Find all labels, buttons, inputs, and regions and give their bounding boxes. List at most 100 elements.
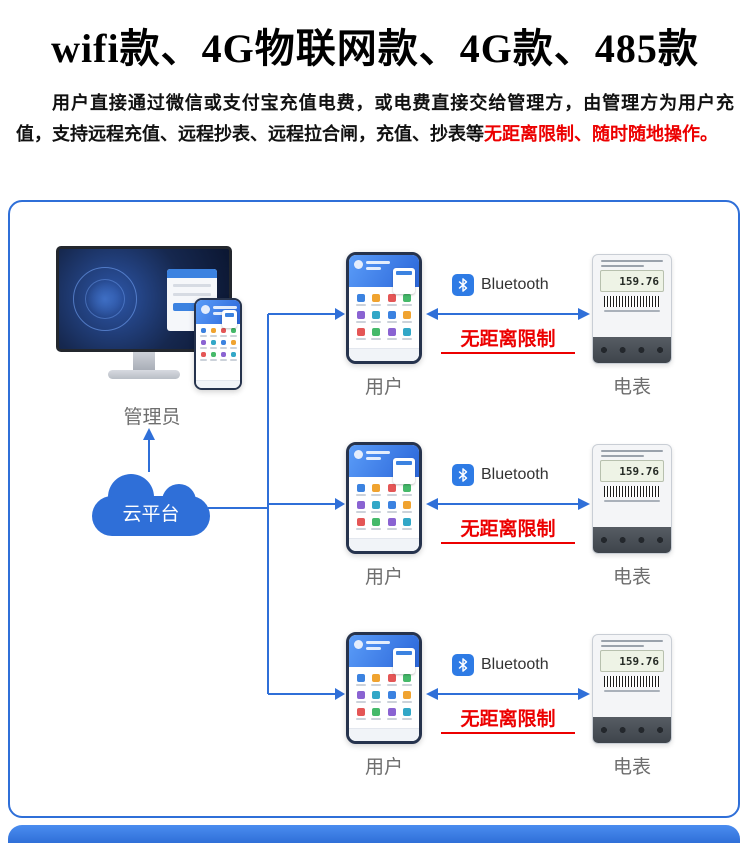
user-label: 用户 [364, 377, 403, 398]
header-text-line [366, 457, 381, 460]
page-title: wifi款、4G物联网款、4G款、485款 [51, 26, 699, 71]
phone-footer [349, 348, 419, 361]
bluetooth-label: Bluetooth [481, 276, 549, 293]
electric-meter: 159.76 [592, 444, 672, 554]
user-phone [346, 632, 422, 744]
cloud-label: 云平台 [122, 504, 180, 525]
monitor-base [108, 370, 180, 379]
app-icon [353, 708, 369, 720]
app-icon [400, 484, 416, 496]
meter-model-text [601, 640, 663, 647]
balance-card [393, 458, 415, 484]
app-icon-grid [196, 324, 240, 361]
header-text-line [366, 267, 381, 270]
user-label: 用户 [364, 567, 403, 588]
app-icon [218, 340, 228, 349]
electric-meter: 159.76 [592, 254, 672, 364]
meter-smalltext [604, 310, 660, 312]
header-text-line [213, 312, 228, 315]
app-icon [369, 501, 385, 513]
app-icon [353, 328, 369, 340]
app-icon [353, 311, 369, 323]
app-icon [400, 501, 416, 513]
connection-row: 用户 Bluetooth 无距离限制 159.76 电表 [0, 252, 750, 402]
app-icon [369, 294, 385, 306]
intro-text: 用户直接通过微信或支付宝充值电费，或电费直接交给管理方，由管理方为用户充值，支持… [16, 93, 734, 144]
electric-meter: 159.76 [592, 634, 672, 744]
meter-lcd: 159.76 [600, 270, 664, 292]
balance-card [393, 648, 415, 674]
app-icon [400, 674, 416, 686]
app-icon [384, 518, 400, 530]
connection-row: 用户 Bluetooth 无距离限制 159.76 电表 [0, 632, 750, 782]
user-phone [346, 442, 422, 554]
panel-field [173, 284, 211, 287]
app-icon [384, 708, 400, 720]
app-icon [384, 691, 400, 703]
meter-model-text [601, 260, 663, 267]
app-icon [400, 518, 416, 530]
avatar-icon [354, 260, 363, 269]
app-icon [369, 328, 385, 340]
app-icon [384, 674, 400, 686]
range-limit-label: 无距离限制 [460, 329, 556, 350]
intro-highlight: 无距离限制、随时随地操作。 [484, 123, 718, 144]
intro-paragraph: 用户直接通过微信或支付宝充值电费，或电费直接交给管理方，由管理方为用户充值，支持… [16, 88, 734, 150]
meter-label: 电表 [612, 757, 651, 778]
admin-phone [194, 298, 242, 390]
meter-lcd: 159.76 [600, 650, 664, 672]
app-icon [198, 328, 208, 337]
meter-reading: 159.76 [619, 464, 659, 478]
header-text-line [366, 647, 381, 650]
range-limit-label: 无距离限制 [460, 709, 556, 730]
meter-label: 电表 [612, 377, 651, 398]
app-icon [384, 311, 400, 323]
phone-header [349, 255, 419, 294]
phone-footer [349, 538, 419, 551]
header-text-line [366, 641, 390, 644]
avatar-icon [354, 640, 363, 649]
app-icon [353, 501, 369, 513]
balance-card [393, 268, 415, 294]
header-text-line [366, 451, 390, 454]
panel-header [167, 269, 217, 278]
app-icon [228, 352, 238, 361]
cloud-platform: 云平台 [92, 474, 210, 538]
range-underline [441, 352, 575, 354]
phone-footer [196, 380, 240, 388]
app-icon [384, 501, 400, 513]
header-text-line [366, 261, 390, 264]
app-icon [228, 328, 238, 337]
admin-label: 管理员 [123, 407, 181, 428]
phone-footer [349, 728, 419, 741]
meter-smalltext [604, 500, 660, 502]
app-icon [400, 328, 416, 340]
app-icon [369, 484, 385, 496]
meter-reading: 159.76 [619, 274, 659, 288]
app-icon [384, 484, 400, 496]
app-icon [369, 518, 385, 530]
app-icon [228, 340, 238, 349]
balance-card [222, 310, 237, 328]
meter-terminal-cover [593, 527, 671, 553]
app-icon [400, 311, 416, 323]
meter-terminal-cover [593, 337, 671, 363]
meter-smalltext [604, 690, 660, 692]
monitor-stand [133, 352, 155, 370]
connection-row: 用户 Bluetooth 无距离限制 159.76 电表 [0, 442, 750, 592]
app-icon-grid [349, 477, 419, 530]
bluetooth-icon [452, 274, 474, 296]
bluetooth-icon [452, 464, 474, 486]
range-limit-label: 无距离限制 [460, 519, 556, 540]
header-text-line [213, 306, 237, 309]
app-icon [208, 340, 218, 349]
app-icon-grid [349, 287, 419, 340]
meter-label: 电表 [612, 567, 651, 588]
meter-model-text [601, 450, 663, 457]
panel-field [173, 293, 211, 296]
app-icon [369, 691, 385, 703]
app-icon [400, 691, 416, 703]
meter-barcode [604, 296, 660, 307]
app-icon [218, 328, 228, 337]
app-icon [353, 674, 369, 686]
